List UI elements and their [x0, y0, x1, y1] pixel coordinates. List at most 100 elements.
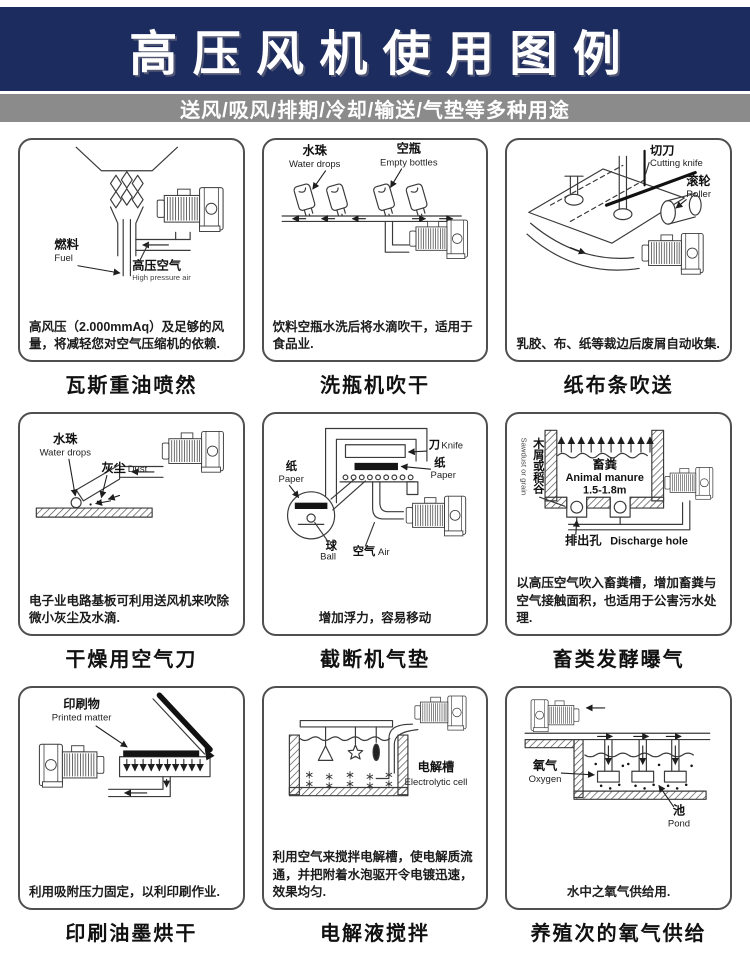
panel-electrolyte-frame: 电解槽 Electrolytic cell 利用空气来搅拌电解槽，使电解质流通，… — [261, 686, 489, 910]
feed-board-icon — [156, 692, 213, 753]
panel-desc: 电子业电路基板可利用送风机来吹除微小灰尘及水滴. — [29, 593, 230, 625]
printed-sheet — [123, 750, 200, 757]
panel-airknife-frame: 水珠 Water drops 灰尘 Dust 电子业电路基板可利用送风机来吹除微… — [18, 412, 245, 636]
label-roller-zh: 滚轮 — [687, 173, 712, 188]
panel-burner: 燃料 Fuel 高压空气 High pressure air 高风压（2.000… — [18, 138, 245, 410]
label-dust-en: Dust — [128, 464, 148, 475]
panel-manure-frame: 畜粪 Animal manure 1.5-1.8m 木屑或稻谷 Sawdust … — [505, 412, 732, 636]
label-cell-en: Electrolytic cell — [404, 777, 467, 788]
panel-desc: 饮料空瓶水洗后将水滴吹干，适用于食品业. — [272, 319, 473, 351]
panel-desc: 以高压空气吹入畜粪槽，增加畜粪与空气接触面积，也适用于公害污水处理. — [516, 576, 717, 625]
diagram-burner: 燃料 Fuel 高压空气 High pressure air — [54, 146, 224, 282]
discharge-hole-icon — [570, 500, 584, 514]
panel-bottle-frame: 水珠 Water drops 空瓶 Empty bottles 饮料空瓶水洗后将… — [261, 138, 489, 362]
hanging-oval — [372, 743, 380, 761]
label-paper-left-en: Paper — [278, 474, 303, 485]
flame-icon — [109, 171, 144, 209]
blower-icon — [408, 219, 468, 260]
diagram-pond: 氧气 Oxygen 池 Pond — [524, 699, 711, 829]
label-paper-right-en: Paper — [430, 470, 455, 481]
nozzle-icon — [75, 464, 121, 502]
panel-title: 瓦斯重油喷然 — [65, 375, 198, 397]
diagram-electrolyte: 电解槽 Electrolytic cell — [288, 695, 467, 797]
magnifier-icon — [286, 478, 366, 540]
blower-icon — [405, 495, 466, 537]
diagram-bottles: 水珠 Water drops 空瓶 Empty bottles — [281, 141, 468, 260]
label-pond-zh: 池 — [673, 803, 686, 818]
roller-icon — [660, 192, 703, 225]
panel-cushion-frame: 刀 Knife 纸 Paper 纸 Paper 球 Ball 空气 Air 增加… — [261, 412, 489, 636]
label-paper-left-zh: 纸 — [285, 459, 297, 473]
blower-icon — [664, 466, 714, 500]
hanger-bar — [299, 719, 393, 728]
ball-row — [342, 474, 414, 481]
label-knife-zh: 切刀 — [650, 143, 674, 157]
label-bottles-zh: 空瓶 — [396, 141, 420, 156]
panel-air-knife: 水珠 Water drops 灰尘 Dust 电子业电路基板可利用送风机来吹除微… — [18, 412, 245, 684]
blower-icon — [38, 743, 105, 788]
panel-desc: 利用空气来搅拌电解槽，使电解质流通，并把附着水泡驱开令电镀迅速，效果均匀. — [272, 850, 473, 899]
diagram-cutter: 切刀 Cutting knife 滚轮 Roller — [526, 143, 712, 275]
label-hole-en: Discharge hole — [611, 535, 689, 547]
aeration-arrows — [557, 436, 655, 453]
label-bottles-en: Empty bottles — [380, 157, 438, 168]
panel-desc: 水中之氧气供给用. — [566, 884, 671, 899]
bubbles — [594, 762, 694, 790]
label-air-en: Air — [378, 547, 390, 558]
label-manure-zh: 畜粪 — [593, 456, 618, 471]
label-manure-en: Animal manure — [566, 472, 644, 484]
paper-stack — [354, 462, 398, 471]
panel-desc: 利用吸附压力固定，以利印刷作业. — [29, 884, 220, 899]
knife-bar-icon — [344, 444, 406, 459]
label-printed-zh: 印刷物 — [63, 696, 100, 711]
bubbles — [305, 770, 393, 790]
blower-icon — [156, 187, 224, 233]
label-hole-zh: 排出孔 — [565, 532, 602, 547]
panel-ink-drying: 印刷物 Printed matter 利用吸附压力固定，以利印刷作业. 印刷油墨… — [18, 686, 245, 958]
bottle-icon — [405, 183, 428, 217]
blower-icon — [641, 232, 705, 275]
panel-oxygen-frame: 氧气 Oxygen 池 Pond 水中之氧气供给用. — [505, 686, 732, 910]
panel-title: 印刷油墨烘干 — [65, 923, 198, 945]
panel-air-cushion: 刀 Knife 纸 Paper 纸 Paper 球 Ball 空气 Air 增加… — [261, 412, 489, 684]
label-sawdust-en: Sawdust or grain — [520, 438, 529, 496]
label-fuel-en: Fuel — [54, 253, 72, 264]
panel-electrolyte: 电解槽 Electrolytic cell 利用空气来搅拌电解槽，使电解质流通，… — [261, 686, 489, 958]
diagram-air-knife: 水珠 Water drops 灰尘 Dust — [35, 430, 224, 518]
label-knife-en: Cutting knife — [650, 158, 703, 169]
label-paper-right-zh: 纸 — [434, 455, 446, 469]
label-knife-zh: 刀 — [428, 438, 439, 451]
water-drop-icon — [70, 497, 82, 509]
label-roller-en: Roller — [687, 189, 712, 200]
panel-bottle-drying: 水珠 Water drops 空瓶 Empty bottles 饮料空瓶水洗后将… — [261, 138, 489, 410]
blower-icon — [530, 699, 580, 733]
panel-strip-frame: 切刀 Cutting knife 滚轮 Roller 乳胶、布、纸等裁边后废屑自… — [505, 138, 732, 362]
panel-desc: 高风压（2.000mmAq）及足够的风量，将减轻您对空气压缩机的依赖. — [29, 319, 225, 351]
blower-icon — [414, 695, 467, 731]
label-oxygen-en: Oxygen — [529, 774, 562, 785]
panel-desc: 增加浮力，容易移动 — [318, 610, 432, 625]
subtitle-text: 送风/吸风/排期/冷却/输送/气垫等多种用途 — [180, 99, 570, 122]
panel-strip-conveying: 切刀 Cutting knife 滚轮 Roller 乳胶、布、纸等裁边后废屑自… — [505, 138, 732, 410]
page-title: 高压风机使用图例 — [129, 28, 637, 81]
diagram-air-cushion: 刀 Knife 纸 Paper 纸 Paper 球 Ball 空气 Air — [278, 427, 466, 563]
bottle-icon — [325, 183, 348, 217]
discharge-hole-icon — [614, 500, 627, 514]
panel-manure-aeration: 畜粪 Animal manure 1.5-1.8m 木屑或稻谷 Sawdust … — [505, 412, 732, 684]
label-drops-zh: 水珠 — [53, 431, 78, 446]
label-ball-zh: 球 — [325, 539, 337, 553]
label-oxygen-zh: 氧气 — [532, 757, 558, 772]
label-dust-zh: 灰尘 — [101, 460, 125, 475]
label-drops-zh: 水珠 — [302, 142, 327, 157]
panel-title: 洗瓶机吹干 — [319, 375, 430, 397]
panel-ink-frame: 印刷物 Printed matter 利用吸附压力固定，以利印刷作业. — [18, 686, 245, 910]
hanging-star — [347, 744, 363, 760]
panel-title: 干燥用空气刀 — [65, 649, 198, 671]
blower-icon — [161, 430, 224, 473]
label-depth: 1.5-1.8m — [583, 485, 626, 497]
diffuser-pipes — [597, 738, 688, 783]
diagram-manure: 畜粪 Animal manure 1.5-1.8m 木屑或稻谷 Sawdust … — [520, 429, 714, 547]
label-ball-en: Ball — [320, 552, 336, 563]
label-cell-zh: 电解槽 — [417, 759, 454, 774]
label-drops-en: Water drops — [40, 448, 92, 459]
